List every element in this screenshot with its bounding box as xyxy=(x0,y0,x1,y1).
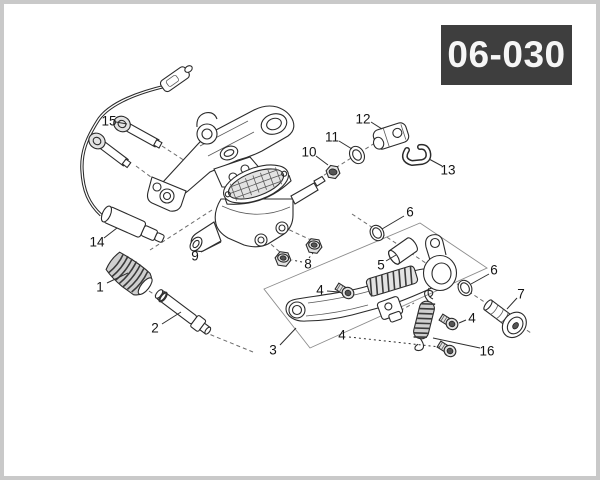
pivot-bolt xyxy=(483,299,527,339)
pivot-bushing xyxy=(388,237,418,265)
callout-9: 9 xyxy=(191,249,199,264)
push-rod xyxy=(313,175,326,187)
push-rod-boss xyxy=(290,182,319,205)
alignment-axis xyxy=(149,209,213,251)
mounting-bolt-upper xyxy=(113,115,163,149)
screw-c xyxy=(436,340,457,358)
leader-line xyxy=(200,241,222,253)
leader-line xyxy=(428,158,443,167)
callout-7: 7 xyxy=(517,287,525,302)
leader-line xyxy=(385,254,397,262)
callout-11: 11 xyxy=(325,130,339,145)
leader-line xyxy=(432,337,481,349)
callout-10: 10 xyxy=(301,145,316,160)
leader-line xyxy=(291,259,303,263)
callout-2: 2 xyxy=(151,321,159,336)
callout-6: 6 xyxy=(490,263,498,278)
pedal-adjuster xyxy=(376,296,404,323)
leader-line xyxy=(326,290,340,293)
leader-line xyxy=(106,272,129,284)
retaining-clip xyxy=(401,143,432,166)
leader-line xyxy=(458,319,467,324)
leader-line xyxy=(315,155,329,166)
callout-12: 12 xyxy=(355,112,370,127)
leader-line xyxy=(506,297,518,310)
rod-washer xyxy=(348,145,366,165)
brake-pedal xyxy=(285,234,458,323)
leader-line xyxy=(370,121,383,130)
plate-code-badge: 06-030 xyxy=(441,25,572,85)
clevis-pin xyxy=(154,289,212,335)
pivot-washer-right xyxy=(457,279,473,297)
leader-line xyxy=(470,273,490,285)
callout-14: 14 xyxy=(89,235,105,250)
leader-line xyxy=(308,252,314,259)
subassembly-boundary xyxy=(263,222,488,349)
callout-6: 6 xyxy=(406,205,414,220)
callout-13: 13 xyxy=(440,163,455,178)
cable-connector xyxy=(159,65,193,93)
return-spring xyxy=(413,289,436,352)
frame-bracket xyxy=(146,105,295,212)
alignment-axis xyxy=(161,145,203,173)
callout-1: 1 xyxy=(96,280,104,295)
callout-4: 4 xyxy=(468,311,476,326)
switch-body xyxy=(100,205,165,243)
reservoir-cap xyxy=(223,164,292,205)
leader-line xyxy=(161,311,182,325)
leader-line xyxy=(338,140,353,150)
leader-line xyxy=(115,121,128,125)
callout-4: 4 xyxy=(338,328,346,343)
leader-line xyxy=(103,227,118,239)
flange-nut-b xyxy=(305,238,323,254)
callout-8: 8 xyxy=(304,257,312,272)
callout-5: 5 xyxy=(377,258,385,273)
master-cylinder xyxy=(189,164,326,252)
callout-15: 15 xyxy=(101,114,116,129)
flange-nut-a xyxy=(274,251,292,267)
plate-code: 06-030 xyxy=(447,34,566,75)
callout-4: 4 xyxy=(316,283,324,298)
leader-line xyxy=(381,215,405,230)
alignment-axis xyxy=(317,140,379,180)
pivot-washer-left xyxy=(369,224,385,242)
leader-line xyxy=(279,327,297,346)
callout-16: 16 xyxy=(479,344,494,359)
alignment-axis xyxy=(203,331,254,353)
screw-a xyxy=(334,282,355,300)
leader-line xyxy=(348,336,441,348)
brake-light-switch xyxy=(80,65,193,243)
clevis xyxy=(372,122,410,150)
screw-b xyxy=(438,313,459,331)
callout-3: 3 xyxy=(269,343,277,358)
pivot-housing xyxy=(422,234,458,300)
pedal-pad xyxy=(365,265,419,297)
mounting-bolt-lower xyxy=(88,132,132,169)
rubber-boot xyxy=(105,251,153,296)
rod-nut xyxy=(325,164,341,180)
